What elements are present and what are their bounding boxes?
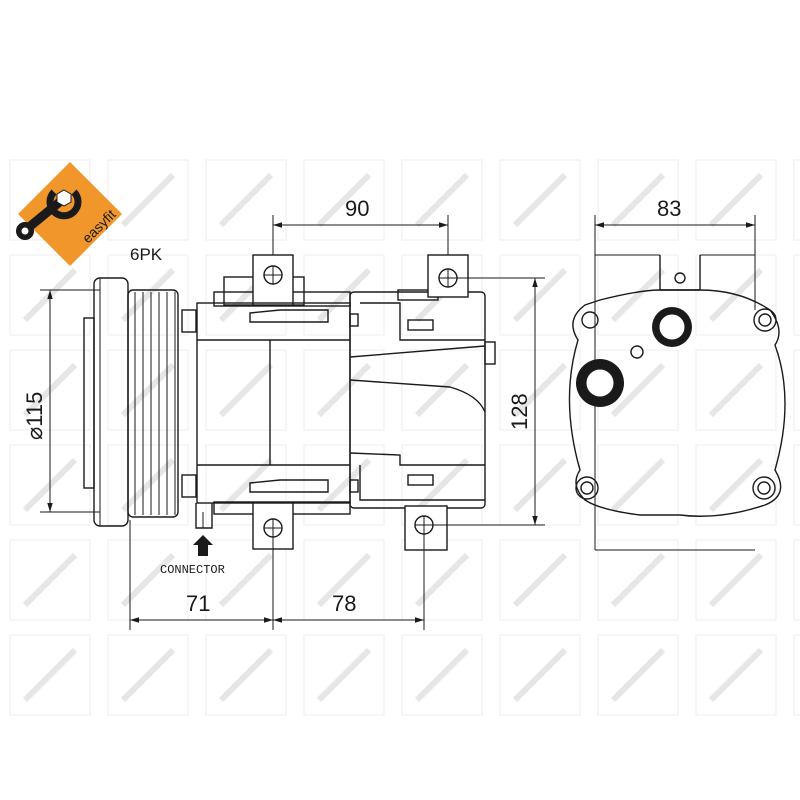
watermark-tile (793, 444, 800, 526)
pulley (83, 277, 197, 527)
dim-90: 90 (345, 196, 369, 221)
dimension-lines (40, 215, 756, 630)
watermark-tile (107, 254, 189, 336)
connector-label: CONNECTOR (160, 563, 225, 577)
watermark-mark (120, 267, 176, 323)
watermark-mark (708, 362, 764, 418)
watermark-tile (303, 349, 385, 431)
watermark-tile (597, 159, 679, 241)
watermark-tile (303, 634, 385, 716)
watermark-mark (512, 457, 568, 513)
watermark-mark (512, 552, 568, 608)
watermark-mark (708, 172, 764, 228)
watermark-mark (610, 457, 666, 513)
watermark-mark (218, 362, 274, 418)
watermark-tile (597, 539, 679, 621)
watermark-mark (512, 362, 568, 418)
watermark-mark (120, 457, 176, 513)
watermark-tile (695, 444, 777, 526)
watermark-mark (120, 647, 176, 703)
watermark-mark (610, 362, 666, 418)
dim-71: 71 (186, 591, 210, 616)
watermark-tile (205, 159, 287, 241)
watermark-tile (695, 634, 777, 716)
rear-housing (349, 254, 496, 551)
watermark-mark (218, 172, 274, 228)
watermark-mark (316, 172, 372, 228)
watermark-mark (414, 647, 470, 703)
watermark-tile (107, 634, 189, 716)
watermark-mark (610, 647, 666, 703)
watermark-mark (120, 552, 176, 608)
watermark-tile (793, 349, 800, 431)
watermark-tile (499, 634, 581, 716)
watermark-tile (793, 539, 800, 621)
watermark-mark (708, 457, 764, 513)
rear-view (568, 254, 786, 551)
watermark-mark (610, 267, 666, 323)
watermark-mark (316, 267, 372, 323)
easyfit-logo: easyfit (16, 162, 122, 266)
watermark-tile (303, 159, 385, 241)
watermark-tile (793, 634, 800, 716)
watermark-mark (414, 172, 470, 228)
watermark-tile (695, 539, 777, 621)
watermark-tile (205, 349, 287, 431)
watermark-tile (499, 159, 581, 241)
watermark-mark (316, 552, 372, 608)
watermark-mark (22, 647, 78, 703)
wrench-icon (16, 189, 82, 240)
dim-128: 128 (507, 393, 532, 430)
watermark-tile (9, 634, 91, 716)
watermark-mark (218, 647, 274, 703)
watermark-tile (401, 159, 483, 241)
watermark-mark (414, 552, 470, 608)
watermark-mark (512, 267, 568, 323)
watermark-mark (512, 172, 568, 228)
watermark-mark (22, 552, 78, 608)
watermark-tile (695, 159, 777, 241)
watermark-mark (316, 647, 372, 703)
watermark-mark (414, 362, 470, 418)
watermark-mark (708, 647, 764, 703)
watermark-mark (120, 362, 176, 418)
watermark-mark (708, 552, 764, 608)
watermark-tile (597, 634, 679, 716)
dim-78: 78 (332, 591, 356, 616)
watermark-mark (414, 457, 470, 513)
watermark-tile (793, 254, 800, 336)
watermark-tile (205, 444, 287, 526)
watermark-tiles (9, 159, 800, 716)
dim-83: 83 (657, 196, 681, 221)
watermark-tile (401, 634, 483, 716)
watermark-mark (610, 552, 666, 608)
watermark-tile (9, 539, 91, 621)
watermark-mark (218, 552, 274, 608)
watermark-tile (205, 634, 287, 716)
watermark-tile (499, 539, 581, 621)
watermark-tile (793, 159, 800, 241)
watermark-tile (107, 444, 189, 526)
belt-label: 6PK (130, 245, 163, 264)
watermark-mark (316, 362, 372, 418)
watermark-mark (512, 647, 568, 703)
connector-arrow-icon (193, 535, 213, 556)
watermark-mark (120, 172, 176, 228)
watermark-tile (499, 254, 581, 336)
watermark-tile (107, 349, 189, 431)
watermark-tile (303, 444, 385, 526)
dim-115: ⌀115 (22, 392, 47, 440)
watermark-mark (610, 172, 666, 228)
watermark-tile (695, 349, 777, 431)
